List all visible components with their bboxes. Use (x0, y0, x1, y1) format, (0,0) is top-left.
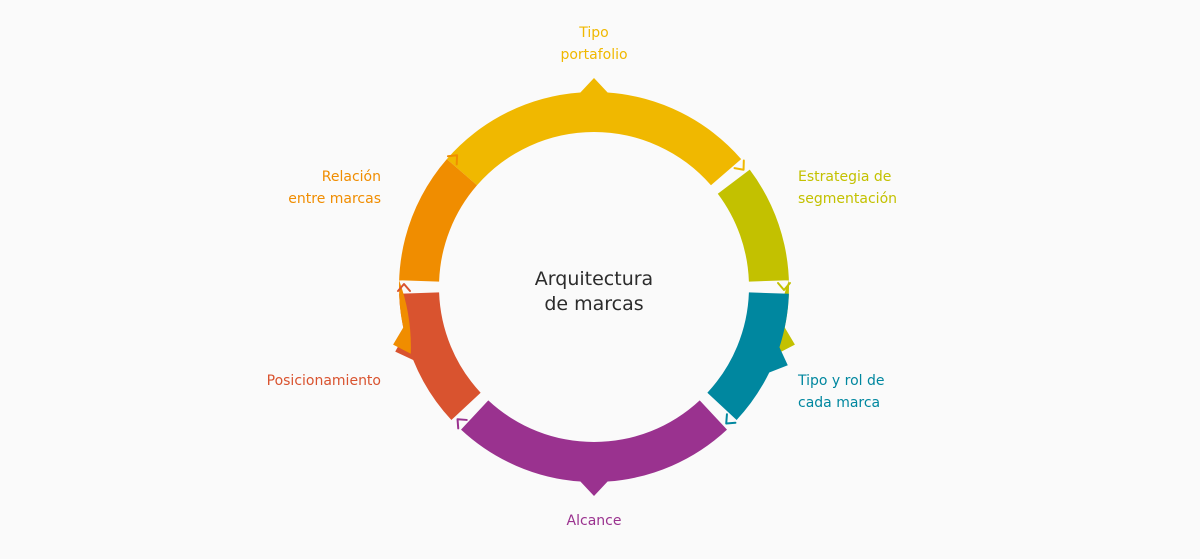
ring-segment-alcance (461, 400, 727, 496)
ring-segment-estrategia-segmentacion (717, 169, 795, 354)
chevron-arrow-icon (733, 159, 745, 171)
chevron-arrow-icon (777, 282, 791, 291)
center-title: Arquitectura de marcas (534, 268, 654, 315)
ring-segment-relacion-marcas (393, 159, 478, 354)
ring-segment-posicionamiento (395, 292, 481, 420)
label-tipo-rol-marca: Tipo y rol de cada marca (798, 373, 885, 411)
label-tipo-portafolio: Tipo portafolio (560, 25, 628, 63)
chevron-arrow-icon (446, 154, 459, 166)
ring-segment-tipo-rol-marca (707, 292, 789, 420)
label-estrategia-segmentacion: Estrategia de segmentación (798, 169, 898, 207)
chevron-arrow-icon (725, 413, 737, 425)
chevron-arrow-icon (397, 283, 411, 292)
label-alcance: Alcance (566, 513, 622, 529)
chevron-arrow-icon (456, 418, 468, 430)
label-posicionamiento: Posicionamiento (266, 373, 381, 389)
ring-segment-tipo-portafolio (446, 78, 742, 186)
label-relacion-marcas: Relación entre marcas (288, 169, 381, 207)
